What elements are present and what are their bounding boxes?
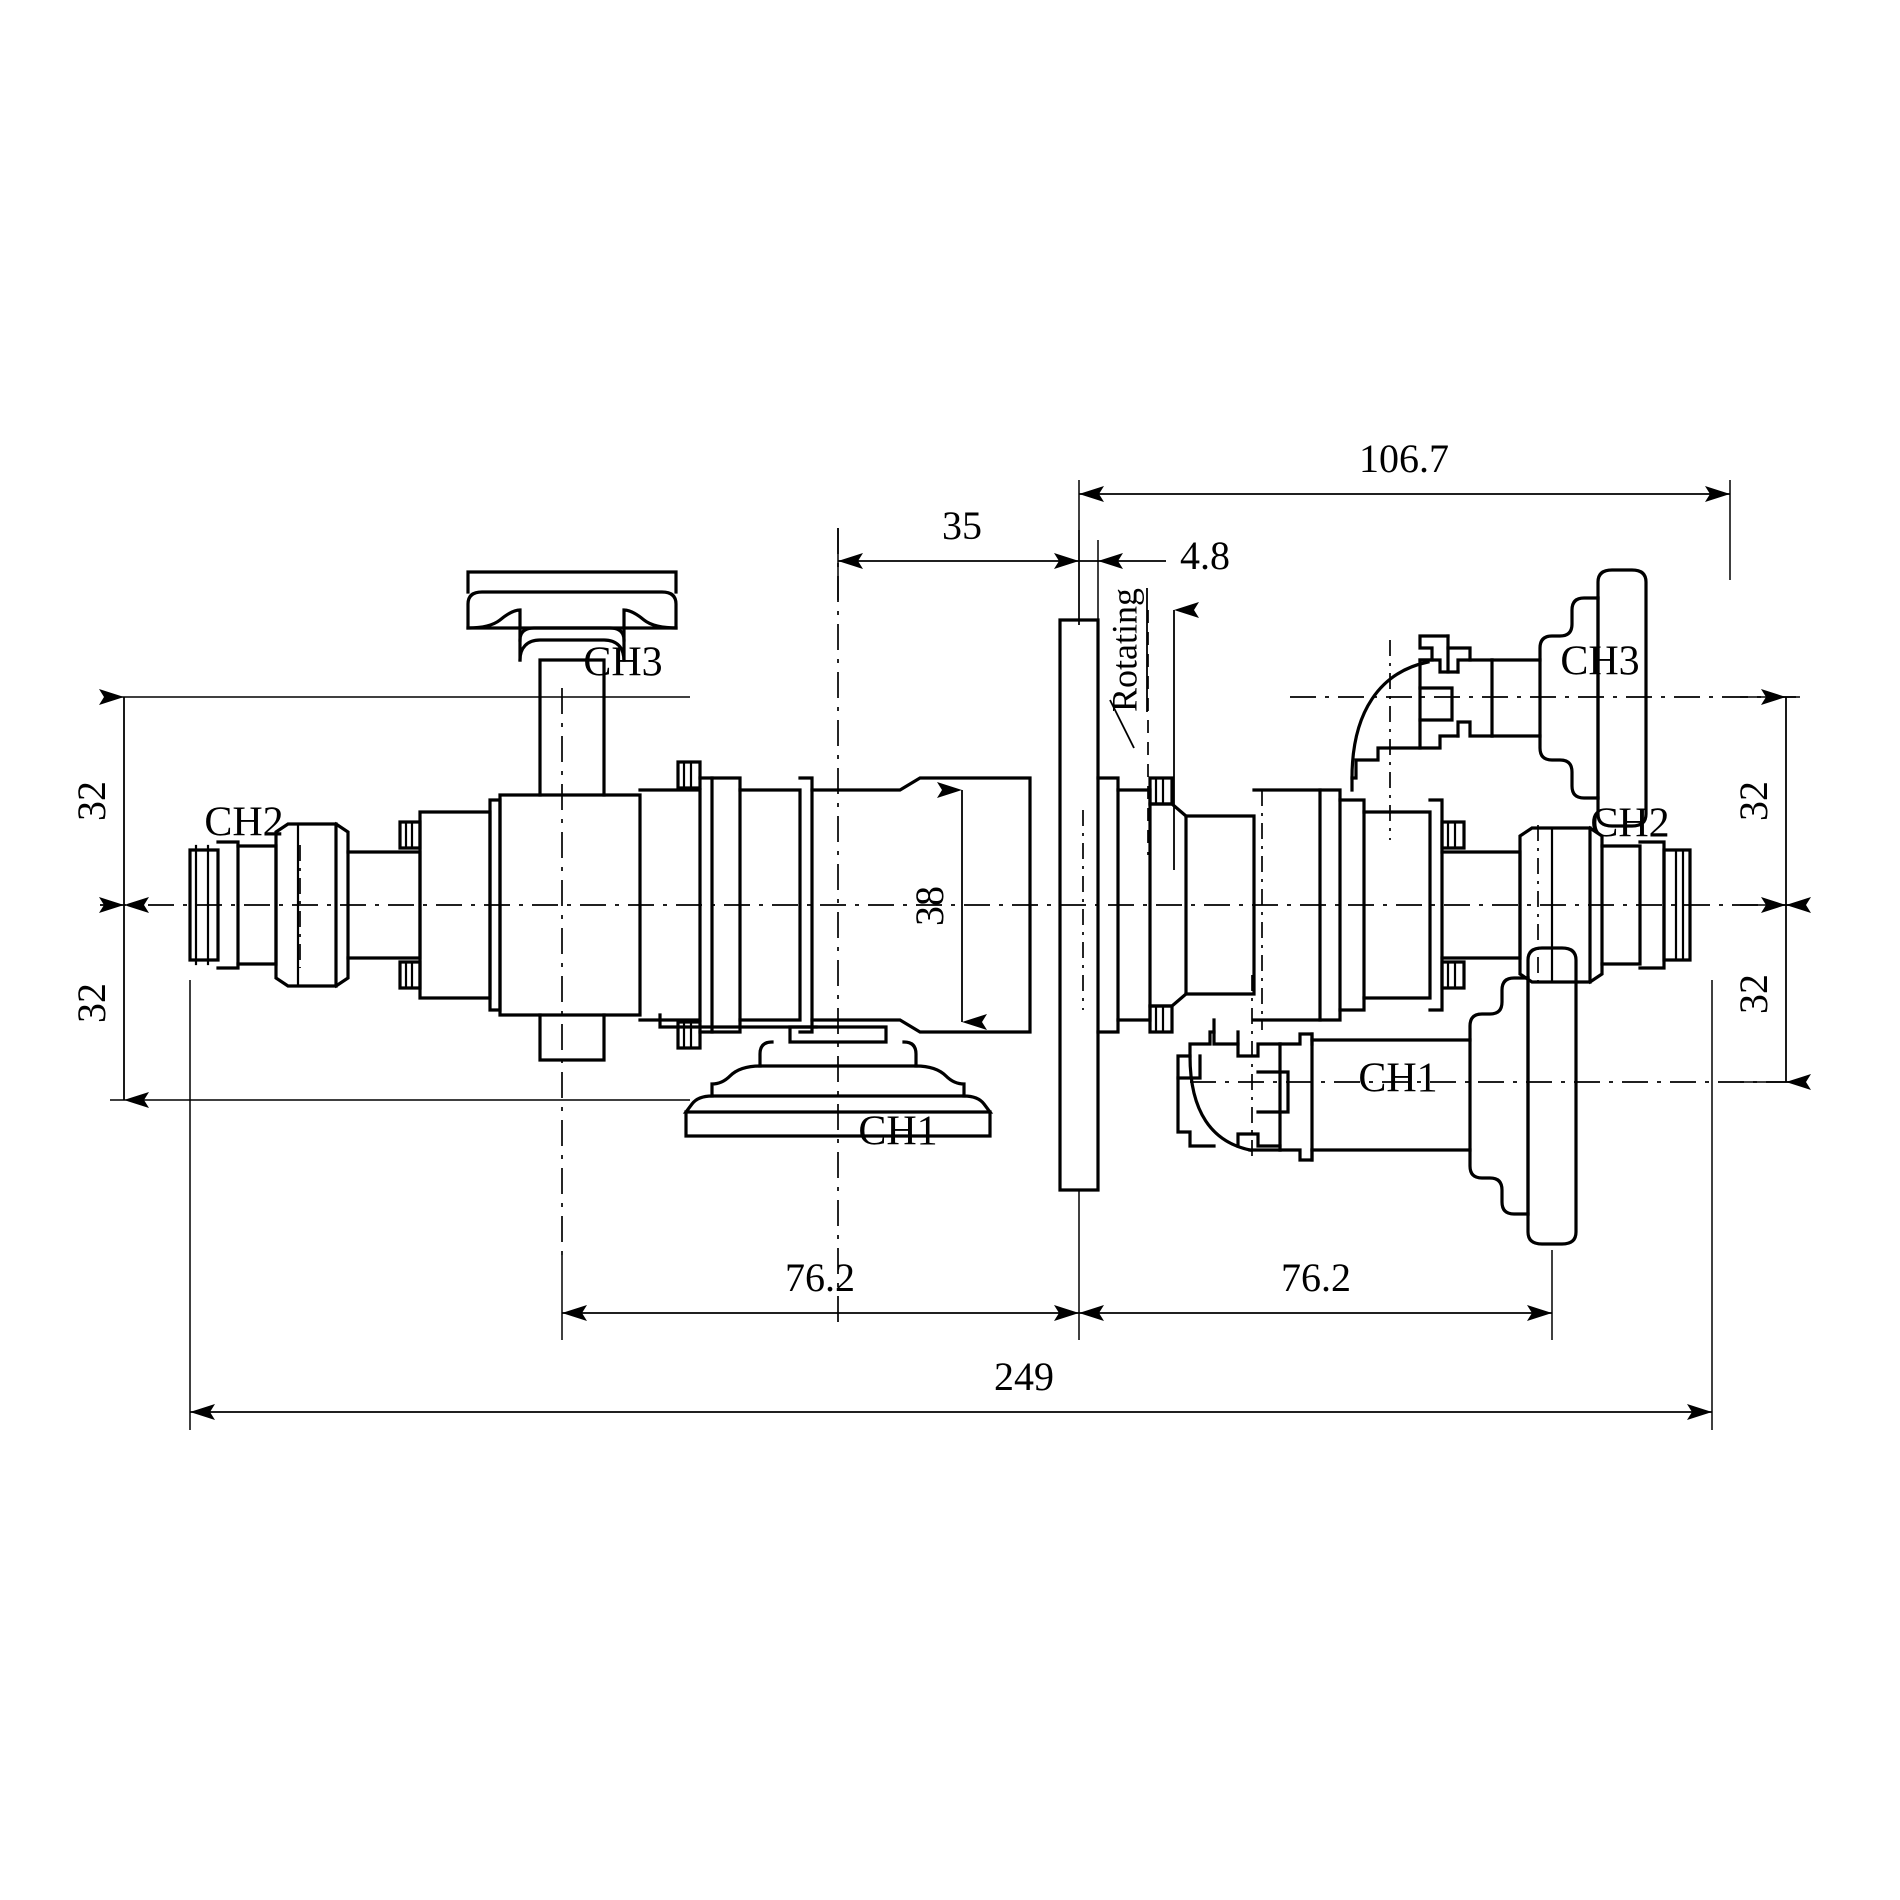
dim-value-right-top-32: 32 xyxy=(1731,781,1776,821)
dim-left-bottom-offset: 32 xyxy=(69,897,149,1108)
right-assembly xyxy=(1096,568,1692,1246)
rotating-flange-disc xyxy=(1058,618,1100,1192)
dim-right-top-offset: 32 xyxy=(1731,689,1811,913)
label-ch1-right: CH1 xyxy=(1358,1056,1437,1102)
dim-value-35: 35 xyxy=(942,503,982,548)
right-stepped-body xyxy=(1148,788,1522,1022)
rotating-annotation: Rotating xyxy=(1104,588,1199,870)
dim-body-to-flange: 35 xyxy=(837,503,1080,625)
dim-value-left-bottom-32: 32 xyxy=(69,983,114,1023)
dim-value-left-76-2: 76.2 xyxy=(785,1255,855,1300)
dim-value-right-bottom-32: 32 xyxy=(1731,974,1776,1014)
left-assembly xyxy=(188,570,1032,1138)
dim-value-249: 249 xyxy=(994,1354,1054,1399)
dim-left-span: 76.2 xyxy=(561,1190,1080,1340)
dim-value-left-top-32: 32 xyxy=(69,781,114,821)
label-ch3-left: CH3 xyxy=(583,640,662,686)
label-rotating: Rotating xyxy=(1104,588,1144,712)
dim-value-4-8: 4.8 xyxy=(1180,533,1230,578)
left-tee-body xyxy=(498,658,642,1062)
dim-right-bottom-offset: 32 xyxy=(1731,897,1811,1090)
dim-overall-length: 249 xyxy=(189,980,1713,1430)
label-ch2-left: CH2 xyxy=(204,800,283,846)
right-ch2-connector xyxy=(1518,825,1692,985)
dim-value-38: 38 xyxy=(907,886,952,926)
left-ch3-flange xyxy=(466,570,678,662)
left-center-barrel xyxy=(638,760,814,1050)
dim-bore-diameter: 38 xyxy=(907,782,987,1030)
dim-flange-to-end: 106.7 xyxy=(1078,436,1731,625)
right-ch3-elbow xyxy=(1350,568,1648,828)
left-body-flange xyxy=(398,798,502,1012)
label-ch3-right: CH3 xyxy=(1560,639,1639,685)
centerline-group xyxy=(100,528,1800,1330)
label-ch1-left: CH1 xyxy=(858,1109,937,1155)
dim-value-right-76-2: 76.2 xyxy=(1281,1255,1351,1300)
dim-right-span: 76.2 xyxy=(1079,1250,1553,1340)
left-ch1-flange xyxy=(682,1025,994,1138)
dim-value-106-7: 106.7 xyxy=(1359,436,1449,481)
dim-flange-thickness: 4.8 xyxy=(1079,533,1230,622)
dim-left-top-offset: 32 xyxy=(69,689,149,913)
label-ch2-right: CH2 xyxy=(1590,801,1669,847)
right-ch1-elbow xyxy=(1176,946,1578,1246)
central-shaft xyxy=(810,776,1032,1034)
rotating-leader-arrow xyxy=(1109,699,1135,749)
left-ch2-connector xyxy=(188,821,422,989)
